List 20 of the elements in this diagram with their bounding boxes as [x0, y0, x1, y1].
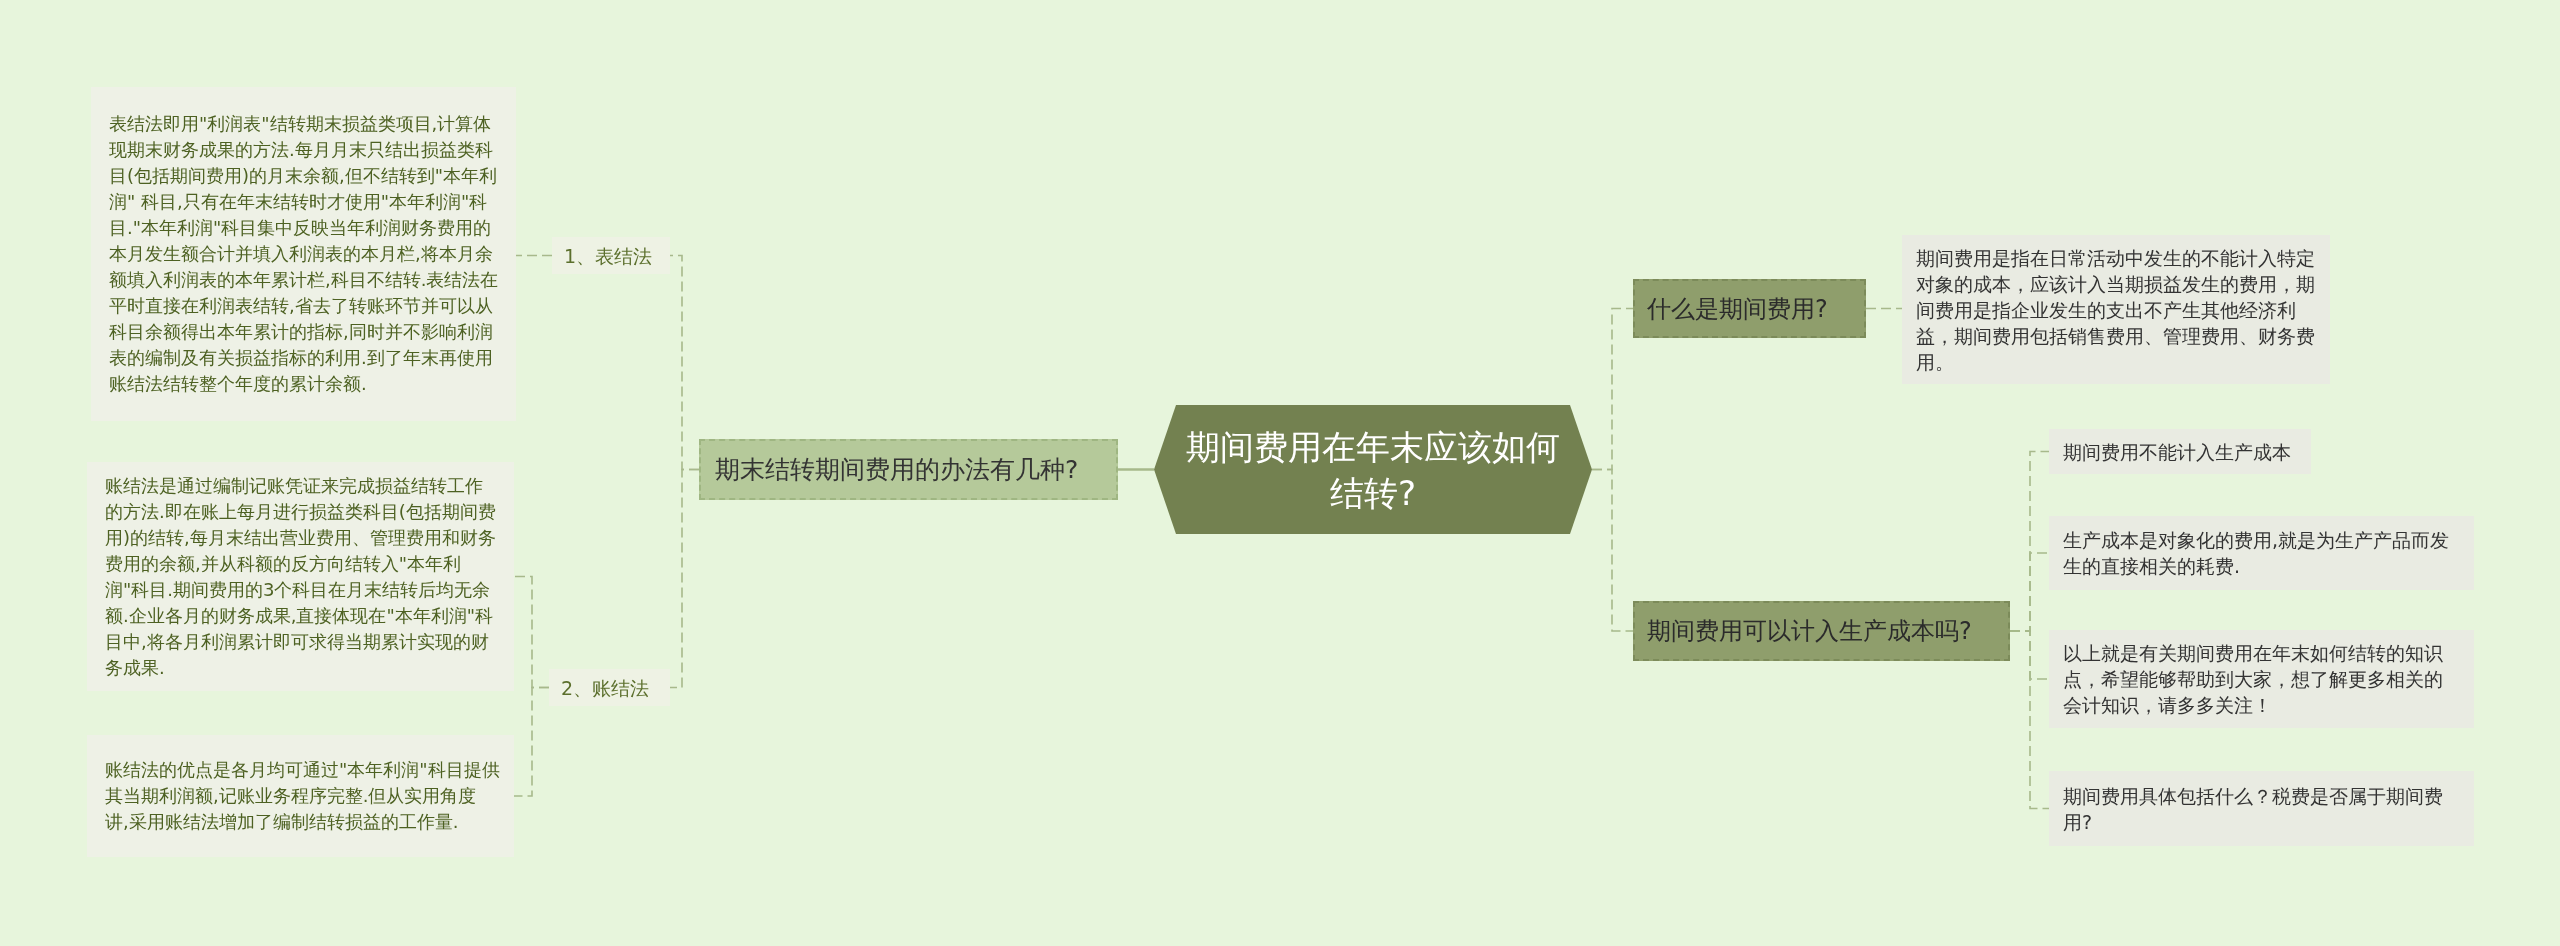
connector-line [1118, 468, 1154, 471]
topic-box: 期间费用可以计入生产成本吗? [1633, 601, 2010, 661]
text-card: 生产成本是对象化的费用,就是为生产产品而发生的直接相关的耗费. [2049, 516, 2474, 590]
connector-line [515, 254, 553, 257]
connector-line [1865, 307, 1903, 310]
topic-box: 期末结转期间费用的办法有几种? [699, 439, 1118, 500]
text-card: 期间费用具体包括什么？税费是否属于期间费用? [2049, 771, 2474, 846]
text-card: 以上就是有关期间费用在年末如何结转的知识点，希望能够帮助到大家，想了解更多相关的会计知识，请多多关注！ [2049, 630, 2474, 728]
connector-line [1591, 468, 1634, 632]
subtopic-box: 1、表结法 [552, 237, 670, 274]
connector-line [2009, 630, 2050, 810]
text-card: 期间费用是指在日常活动中发生的不能计入特定对象的成本，应该计入当期损益发生的费用，期间费用是指企业发生的支出不产生其他经济利益，期间费用包括销售费用、管理费用、财务费用。 [1902, 235, 2330, 384]
topic-box: 什么是期间费用? [1633, 279, 1866, 338]
subtopic-box: 2、账结法 [549, 669, 670, 706]
text-card: 账结法是通过编制记账凭证来完成损益结转工作的方法.即在账上每月进行损益类科目(包括期间费用)的结转,每月末结出营业费用、管理费用和财务费用的余额,并从科额的反方向结转入"本年利润"科目.期间费用的3个科目在月末结转后均无余额.企业各月的财务成果,直接体现在"本年利润"科目中,将各月利润累计即可求得当期累计实现的财务成果. [87, 462, 514, 691]
text-card: 期间费用不能计入生产成本 [2049, 429, 2311, 474]
connector-line [669, 468, 700, 689]
connector-line [513, 686, 550, 797]
text-card: 表结法即用"利润表"结转期末损益类项目,计算体现期末财务成果的方法.每月月末只结出损益类科目(包括期间费用)的月末余额,但不结转到"本年利润" 科目,只有在年末结转时才使用"本年利润"科目."本年利润"科目集中反映当年利润财务费用的本月发生额合计并填入利润表的本月栏,将本月余额填入利润表的本年累计栏,科目不结转.表结法在平时直接在利润表结转,省去了转账环节并可以从科目余额得出本年累计的指标,同时并不影响利润表的编制及有关损益指标的利用.到了年末再使用账结法结转整个年度的累计余额. [91, 87, 516, 421]
text-card: 账结法的优点是各月均可通过"本年利润"科目提供其当期利润额,记账业务程序完整.但从实用角度讲,采用账结法增加了编制结转损益的工作量. [87, 735, 514, 857]
